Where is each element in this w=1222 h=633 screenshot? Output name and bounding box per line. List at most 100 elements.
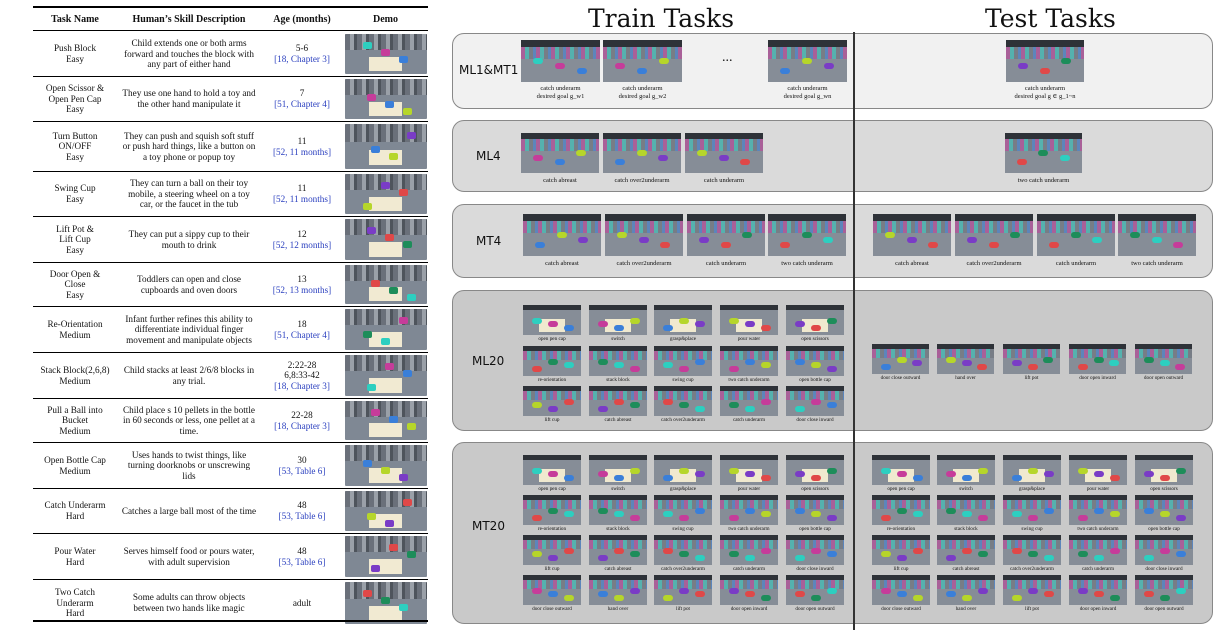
citation-link[interactable]: [18, Chapter 3] (274, 54, 330, 64)
thumbnail-object (662, 362, 673, 369)
task-thumbnail (523, 535, 581, 565)
thumbnail-object (695, 554, 706, 561)
thumbnail-object (564, 594, 575, 601)
task-thumbnail (720, 305, 778, 335)
header-task-name: Task Name (51, 14, 99, 25)
thumbnail-object (1027, 467, 1038, 474)
demo-object (402, 499, 412, 506)
task-caption: switch (611, 486, 625, 492)
demo-object (366, 384, 376, 391)
thumbnail-object (547, 471, 558, 478)
task-thumbnail (937, 575, 995, 605)
demo-object (406, 551, 416, 558)
thumbnail-object (564, 511, 575, 518)
demo-object (398, 604, 408, 611)
task-caption: door open outward (795, 606, 835, 612)
task-name-line: Close (64, 279, 86, 290)
thumbnail-object (613, 398, 624, 405)
citation-link[interactable]: [18, Chapter 3] (274, 380, 330, 391)
thumbnail-object (534, 241, 545, 248)
thumbnail-object (912, 360, 923, 367)
citation-link[interactable]: [52, 13 months] (272, 284, 332, 295)
task-caption: switch (959, 486, 973, 492)
citation-link[interactable]: [52, 11 months] (272, 194, 332, 204)
task-caption: catch over2underarm (661, 566, 705, 572)
task-thumbnail (603, 133, 681, 173)
task-caption: catch over2underarm (616, 260, 672, 267)
thumbnail-object (658, 154, 669, 161)
thumbnail-object (896, 591, 907, 598)
task-caption: catch underarm desired goal g_w1 (536, 85, 585, 101)
thumbnail-object (978, 514, 989, 521)
task-caption: catch underarm (732, 566, 766, 572)
thumbnail-object (531, 587, 542, 594)
task-caption: catch abreast (604, 417, 632, 423)
task-caption: two catch underarm (1131, 260, 1183, 267)
task-caption: lift pot (676, 606, 690, 612)
task-thumbnail (720, 575, 778, 605)
task-thumbnail (1069, 575, 1127, 605)
train-tasks-title: Train Tasks (588, 4, 735, 33)
thumbnail-object (597, 405, 608, 412)
demo-cell (343, 263, 428, 306)
citation-link[interactable]: [51, Chapter 4] (274, 329, 330, 340)
thumbnail-object (547, 358, 558, 365)
task-caption: catch underarm desired goal g ∈ g_1~n (1014, 85, 1076, 101)
demo-object (388, 287, 398, 294)
band-label: MT4 (476, 234, 502, 248)
age-cell: 12[52, 12 months] (261, 217, 343, 262)
skill-description-cell: Serves himself food or pours water, with… (123, 545, 255, 567)
thumbnail-object (613, 474, 624, 481)
demo-object (362, 331, 372, 338)
thumbnail-object (1043, 356, 1054, 363)
age-value: 6,8:33-42 (284, 370, 320, 381)
task-thumbnail (872, 535, 930, 565)
citation-link[interactable]: [52, 12 months] (272, 239, 332, 250)
task-name-line: Medium (59, 465, 91, 476)
thumbnail-object (547, 554, 558, 561)
thumbnail-object (659, 57, 670, 64)
thumbnail-object (728, 365, 739, 372)
thumbnail-object (824, 62, 835, 69)
thumbnail-object (884, 231, 895, 238)
task-thumbnail (523, 346, 581, 376)
task-thumbnail (720, 495, 778, 525)
citation-link[interactable]: [52, 11 months] (272, 146, 332, 157)
task-caption: pour water (1086, 486, 1110, 492)
demo-object (362, 203, 372, 210)
citation-link[interactable]: [51, Chapter 4] (274, 99, 330, 109)
task-thumbnail (654, 455, 712, 485)
citation-link[interactable]: [18, Chapter 3] (274, 420, 330, 431)
citation-link[interactable]: [53, Table 6] (278, 465, 326, 476)
thumbnail-object (1093, 591, 1104, 598)
age-cell: adult (261, 580, 343, 626)
thumbnail-object (1039, 67, 1050, 74)
task-caption: door open outward (1143, 375, 1184, 381)
thumbnail-object (1159, 474, 1170, 481)
citation-link[interactable]: [53, Table 6] (278, 511, 326, 521)
skill-description-cell: They can turn a ball on their toy mobile… (128, 178, 250, 210)
test-tasks-title: Test Tasks (985, 4, 1116, 33)
header-skill-description: Human’s Skill Description (132, 14, 246, 25)
thumbnail-object (556, 231, 567, 238)
task-caption: door close outward (532, 606, 572, 612)
age-cell: 48[53, Table 6] (261, 534, 343, 579)
thumbnail-object (744, 471, 755, 478)
thumbnail-object (577, 67, 588, 74)
thumbnail-object (810, 362, 821, 369)
thumbnail-object (630, 551, 641, 558)
age-cell: 13[52, 13 months] (261, 263, 343, 306)
thumbnail-object (531, 551, 542, 558)
thumbnail-object (794, 358, 805, 365)
demo-cell (343, 489, 428, 533)
skill-table: Task Name Human’s Skill Description Age … (33, 6, 428, 624)
task-caption: catch abreast (604, 566, 632, 572)
task-caption: open bottle cap (1148, 526, 1180, 532)
citation-link[interactable]: [53, Table 6] (278, 556, 326, 567)
demo-object (402, 241, 412, 248)
thumbnail-object (1011, 547, 1022, 554)
